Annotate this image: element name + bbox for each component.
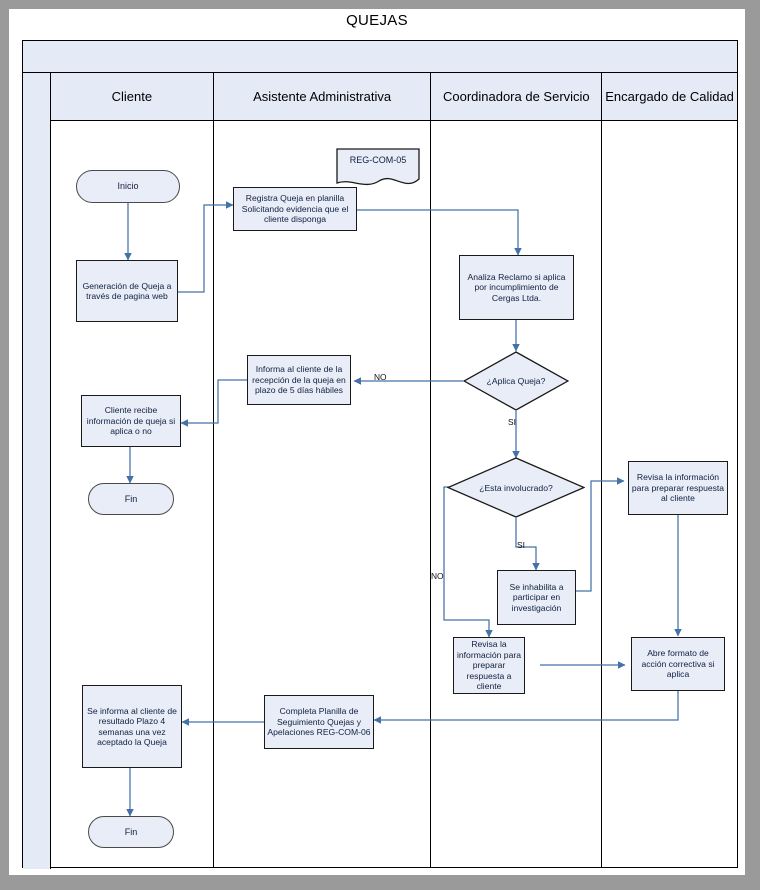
node-completa-planilla[interactable]: Completa Planilla de Seguimiento Quejas … <box>264 695 374 749</box>
node-revisa-informacion-coordinadora[interactable]: Revisa la información para preparar resp… <box>453 637 525 694</box>
diamond-shape-icon <box>463 351 569 411</box>
node-se-inhabilita[interactable]: Se inhabilita a participar en investigac… <box>497 570 576 625</box>
connector-informa-to-cliente-recibe <box>180 379 247 427</box>
node-generacion-de-queja[interactable]: Generación de Queja a través de pagina w… <box>76 260 178 322</box>
edge-label-no-involucrado: NO <box>431 571 444 581</box>
connector-generacion-to-registra <box>178 201 234 293</box>
document-shape-icon <box>336 148 420 186</box>
node-informa-al-cliente-recepcion[interactable]: Informa al cliente de la recepción de la… <box>247 355 351 405</box>
node-fin-2[interactable]: Fin <box>88 816 174 848</box>
decision-label-aplica-queja: ¿Aplica Queja? <box>486 376 546 386</box>
lane-header-coordinadora-de-servicio: Coordinadora de Servicio <box>431 73 603 120</box>
decision-label-esta-involucrado: ¿Esta involucrado? <box>479 482 553 493</box>
connector-abre-formato-to-completa <box>373 691 679 724</box>
page-title: QUEJAS <box>346 12 408 29</box>
node-registra-queja[interactable]: Registra Queja en planilla Solicitando e… <box>233 187 357 231</box>
edge-label-no-aplica-queja: NO <box>374 372 387 382</box>
node-revisa-informacion-calidad[interactable]: Revisa la información para preparar resp… <box>628 461 728 515</box>
lane-column-cliente <box>51 121 214 867</box>
node-decision-aplica-queja[interactable]: ¿Aplica Queja? <box>463 351 569 411</box>
swimlane-topbar <box>23 41 737 73</box>
document-label: REG-COM-05 <box>349 155 407 165</box>
node-se-informa-al-cliente[interactable]: Se informa al cliente de resultado Plazo… <box>82 685 182 768</box>
node-abre-formato-accion-correctiva[interactable]: Abre formato de acción correctiva si apl… <box>631 637 725 691</box>
lane-header-cliente: Cliente <box>51 73 214 120</box>
swimlane-leftbar <box>23 73 51 869</box>
edge-label-si-involucrado: SI <box>517 540 525 550</box>
lane-column-asistente-administrativa <box>214 121 432 867</box>
node-inicio[interactable]: Inicio <box>76 170 180 203</box>
node-decision-esta-involucrado[interactable]: ¿Esta involucrado? <box>447 457 585 518</box>
lane-header-encargado-de-calidad: Encargado de Calidad <box>605 88 734 104</box>
swimlane-header-row: Cliente Asistente Administrativa Coordin… <box>51 73 737 121</box>
lane-header-asistente-administrativa: Asistente Administrativa <box>214 73 432 120</box>
node-fin-1[interactable]: Fin <box>88 483 174 515</box>
connector-registra-to-analiza <box>357 209 522 256</box>
edge-label-si-aplica-queja: SI <box>508 417 516 427</box>
diamond-shape-icon-2 <box>447 457 585 518</box>
node-analiza-reclamo[interactable]: Analiza Reclamo si aplica por incumplimi… <box>459 255 574 320</box>
node-cliente-recibe-informacion[interactable]: Cliente recibe información de queja si a… <box>81 395 181 447</box>
node-documento-reg-com-05[interactable]: REG-COM-05 <box>336 148 420 190</box>
